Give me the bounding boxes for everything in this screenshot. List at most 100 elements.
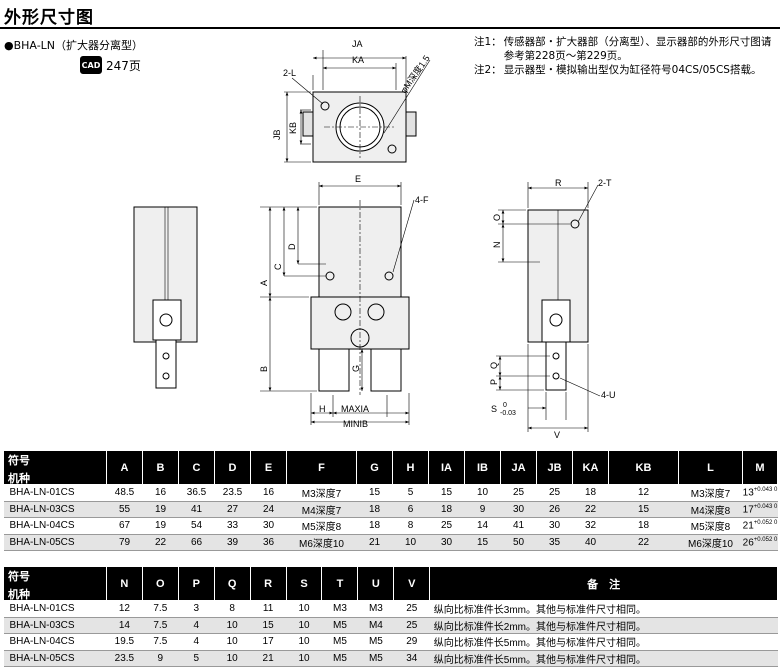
value-cell: 41: [178, 501, 215, 518]
value-cell: 18: [356, 501, 393, 518]
value-cell: 22: [608, 534, 679, 551]
label-4U: 4-U: [601, 390, 616, 400]
col-C: C: [178, 450, 215, 485]
col-N: N: [105, 566, 143, 601]
value-cell: 22: [572, 501, 609, 518]
value-cell: M4深度7: [286, 501, 357, 518]
value-cell: 55: [106, 501, 143, 518]
cad-page-ref: 247页: [106, 58, 141, 73]
front-view: [260, 182, 415, 425]
col-IB: IB: [464, 450, 501, 485]
col-S: S: [285, 566, 323, 601]
label-D: D: [287, 243, 297, 250]
value-cell: 18: [608, 517, 679, 535]
value-cell: 14: [106, 617, 143, 634]
remark-cell: 纵向比标准件长5mm。其他与标准件尺寸相同。: [429, 650, 778, 667]
label-C: C: [273, 263, 283, 270]
col-KB: KB: [608, 450, 679, 485]
value-cell: 10: [286, 650, 322, 667]
value-cell: 18: [572, 484, 609, 502]
value-cell: 7.5: [142, 600, 179, 618]
col-Q: Q: [213, 566, 251, 601]
value-cell: 25: [500, 484, 537, 502]
value-cell: 25: [536, 484, 573, 502]
label-V: V: [554, 430, 560, 440]
value-cell: 32: [572, 517, 609, 535]
m-cell: 17+0.043 0: [742, 501, 778, 518]
label-4F: 4-F: [415, 195, 429, 205]
label-S-tol-up: 0: [503, 402, 507, 409]
value-cell: 25: [393, 617, 430, 634]
value-cell: 36.5: [178, 484, 215, 502]
value-cell: 8: [214, 600, 251, 618]
value-cell: 7.5: [142, 617, 179, 634]
value-cell: 66: [178, 534, 215, 551]
label-G: G: [351, 365, 361, 372]
value-cell: 27: [214, 501, 251, 518]
label-Q: Q: [489, 362, 499, 369]
col-F: F: [286, 450, 357, 485]
value-cell: 33: [214, 517, 251, 535]
value-cell: 24: [250, 501, 287, 518]
value-cell: M5: [357, 650, 394, 667]
note-1: 注1： 传感器部・扩大器部（分离型）、显示器部的外形尺寸图请参考第228页～第2…: [474, 36, 772, 62]
value-cell: M6深度10: [678, 534, 743, 551]
label-H: H: [319, 404, 326, 414]
value-cell: 11: [250, 600, 287, 618]
value-cell: 21: [356, 534, 393, 551]
value-cell: 18: [428, 501, 465, 518]
value-cell: 29: [393, 633, 430, 651]
value-cell: M5: [321, 633, 358, 651]
value-cell: 10: [286, 617, 322, 634]
value-cell: 14: [464, 517, 501, 535]
cad-reference[interactable]: CAD 247页: [80, 56, 141, 74]
value-cell: 19.5: [106, 633, 143, 651]
col-D: D: [214, 450, 251, 485]
model-cell: BHA-LN-05CS: [3, 650, 107, 667]
title-rule: [0, 27, 780, 29]
value-cell: 5: [392, 484, 429, 502]
m-cell: 13+0.043 0: [742, 484, 778, 502]
col-O: O: [141, 566, 179, 601]
value-cell: 6: [392, 501, 429, 518]
value-cell: 22: [142, 534, 179, 551]
value-cell: 21: [250, 650, 287, 667]
remark-cell: 纵向比标准件长5mm。其他与标准件尺寸相同。: [429, 633, 778, 651]
col-T: T: [321, 566, 359, 601]
value-cell: M3深度7: [678, 484, 743, 502]
value-cell: 35: [536, 534, 573, 551]
col-remarks: 备 注: [429, 566, 778, 601]
label-KA: KA: [352, 55, 364, 65]
value-cell: 15: [608, 501, 679, 518]
col-M: M: [742, 450, 778, 485]
value-cell: M5: [321, 650, 358, 667]
value-cell: 9: [142, 650, 179, 667]
value-cell: 12: [106, 600, 143, 618]
model-cell: BHA-LN-05CS: [3, 534, 107, 551]
col-U: U: [357, 566, 395, 601]
value-cell: 41: [500, 517, 537, 535]
m-cell: 21+0.052 0: [742, 517, 778, 535]
value-cell: 18: [356, 517, 393, 535]
value-cell: M4深度8: [678, 501, 743, 518]
value-cell: 10: [214, 650, 251, 667]
value-cell: 54: [178, 517, 215, 535]
value-cell: 3: [178, 600, 215, 618]
col-V: V: [393, 566, 431, 601]
value-cell: 15: [464, 534, 501, 551]
value-cell: 23.5: [106, 650, 143, 667]
col-R: R: [249, 566, 287, 601]
value-cell: 4: [178, 617, 215, 634]
value-cell: 5: [178, 650, 215, 667]
value-cell: 10: [286, 633, 322, 651]
value-cell: 30: [250, 517, 287, 535]
col-JB: JB: [536, 450, 573, 485]
page-title: 外形尺寸图: [4, 8, 94, 28]
value-cell: 36: [250, 534, 287, 551]
